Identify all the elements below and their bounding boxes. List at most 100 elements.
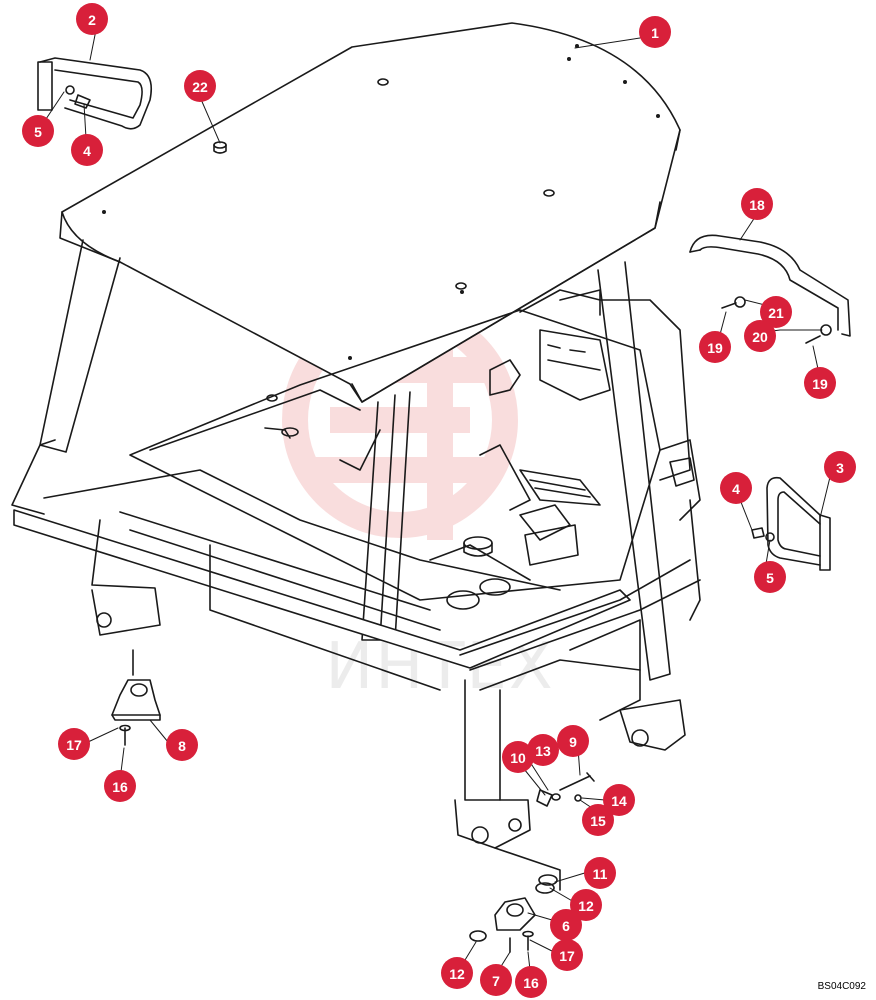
callout-number: 12 [578, 898, 594, 914]
callout-number: 12 [449, 966, 465, 982]
callout-number: 8 [178, 738, 186, 754]
callout-4: 4 [720, 472, 752, 504]
callout-marker [441, 957, 473, 989]
callout-marker [804, 367, 836, 399]
callout-19: 19 [804, 367, 836, 399]
callout-marker [754, 561, 786, 593]
callout-number: 19 [812, 376, 828, 392]
callout-number: 22 [192, 79, 208, 95]
callout-marker [550, 909, 582, 941]
callout-marker [71, 134, 103, 166]
mount-bracket-8 [111, 679, 161, 746]
callout-number: 3 [836, 460, 844, 476]
callout-marker [557, 725, 589, 757]
base-frame [13, 469, 701, 721]
callout-6: 6 [550, 909, 582, 941]
console [479, 289, 701, 621]
callout-2: 2 [76, 3, 108, 35]
callout-21: 21 [760, 296, 792, 328]
mount-bracket-6 [469, 874, 558, 953]
callout-15: 15 [582, 804, 614, 836]
callout-number: 2 [88, 12, 96, 28]
callout-number: 16 [523, 975, 539, 991]
roof-bolts [102, 44, 660, 360]
callout-number: 11 [593, 866, 608, 882]
callout-marker [720, 472, 752, 504]
callout-number: 6 [562, 918, 570, 934]
callout-18: 18 [741, 188, 773, 220]
callout-number: 5 [766, 570, 774, 586]
canopy-roof [59, 22, 681, 403]
callout-marker [166, 729, 198, 761]
callout-marker [582, 804, 614, 836]
callout-number: 18 [749, 197, 765, 213]
callout-12: 12 [570, 889, 602, 921]
callout-marker [58, 728, 90, 760]
callout-marker [76, 3, 108, 35]
callout-number: 7 [492, 973, 500, 989]
callout-14: 14 [603, 784, 635, 816]
callout-marker [551, 939, 583, 971]
front-left-mount [91, 519, 161, 676]
callout-13: 13 [527, 734, 559, 766]
callout-4: 4 [71, 134, 103, 166]
grab-handle-2 [37, 57, 153, 130]
callout-marker [480, 964, 512, 996]
callout-marker [570, 889, 602, 921]
callout-number: 19 [707, 340, 723, 356]
callout-number: 13 [535, 743, 551, 759]
callout-number: 10 [510, 750, 526, 766]
callout-number: 21 [768, 305, 784, 321]
callout-marker [104, 770, 136, 802]
callout-16: 16 [515, 966, 547, 998]
callout-17: 17 [551, 939, 583, 971]
callout-marker [527, 734, 559, 766]
rops-pillars [11, 239, 671, 681]
callout-1: 1 [639, 16, 671, 48]
callout-marker [502, 741, 534, 773]
machine-line-art [11, 22, 851, 971]
callout-marker [584, 857, 616, 889]
callout-number: 5 [34, 124, 42, 140]
rear-right-mount [619, 699, 686, 751]
roof-plugs [377, 78, 555, 290]
callout-number: 1 [651, 25, 659, 41]
callout-layer: 1234522182120191945817169131014151112617… [22, 3, 856, 998]
callout-19: 19 [699, 331, 731, 363]
callout-20: 20 [744, 320, 776, 352]
grab-handle-3 [751, 476, 831, 571]
callout-marker [824, 451, 856, 483]
callout-number: 9 [569, 734, 577, 750]
callout-marker [744, 320, 776, 352]
callout-7: 7 [480, 964, 512, 996]
callout-marker [22, 115, 54, 147]
callout-marker [639, 16, 671, 48]
front-center-mount [454, 679, 561, 891]
callout-17: 17 [58, 728, 90, 760]
callout-12: 12 [441, 957, 473, 989]
callout-marker [760, 296, 792, 328]
callout-number: 14 [611, 793, 627, 809]
callout-5: 5 [754, 561, 786, 593]
reference-code: BS04C092 [817, 981, 866, 992]
callout-10: 10 [502, 741, 534, 773]
callout-number: 17 [559, 948, 575, 964]
callout-8: 8 [166, 729, 198, 761]
bolt-assembly-9 [536, 772, 595, 807]
callout-11: 11 [584, 857, 616, 889]
callout-number: 4 [732, 481, 740, 497]
callout-16: 16 [104, 770, 136, 802]
callout-marker [699, 331, 731, 363]
callout-22: 22 [184, 70, 216, 102]
callout-3: 3 [824, 451, 856, 483]
callout-5: 5 [22, 115, 54, 147]
floor-fittings [264, 394, 579, 566]
callout-number: 16 [112, 779, 128, 795]
callout-marker [741, 188, 773, 220]
callout-number: 20 [752, 329, 768, 345]
callout-number: 4 [83, 143, 91, 159]
callout-marker [515, 966, 547, 998]
callout-9: 9 [557, 725, 589, 757]
